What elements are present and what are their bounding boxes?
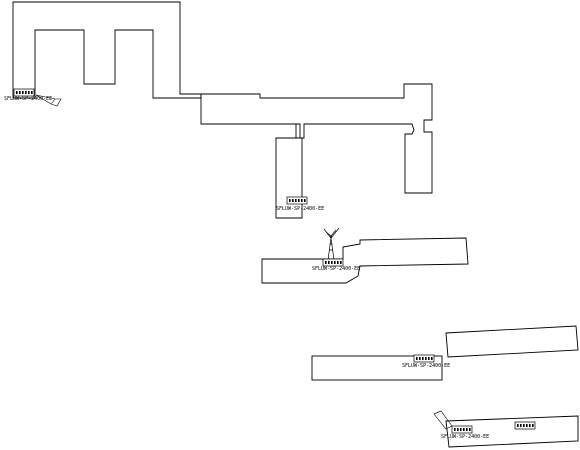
switch-port	[422, 357, 424, 360]
network-switch-device[interactable]: SFLUW-SP-2400-EE	[4, 88, 52, 102]
switch-icon	[413, 354, 435, 363]
directional-antenna-icon	[433, 410, 453, 430]
building-f-outline	[445, 415, 579, 448]
switch-icon	[514, 421, 536, 430]
switch-port	[31, 91, 33, 94]
switch-port	[526, 424, 528, 427]
directional-antenna-icon	[35, 94, 62, 107]
antenna-tower-icon	[323, 227, 340, 261]
network-switch-device[interactable]	[514, 421, 536, 430]
switch-port	[292, 199, 294, 202]
switch-icon	[322, 258, 344, 267]
switch-port	[28, 91, 30, 94]
switch-port	[517, 424, 519, 427]
switch-port	[416, 357, 418, 360]
network-switch-device[interactable]: SFLUW-SP-2400-EE	[402, 354, 450, 369]
device-label: SFLUW-SP-2400-EE	[312, 266, 360, 272]
switch-port	[328, 261, 330, 264]
switch-port	[16, 91, 18, 94]
switch-port	[520, 424, 522, 427]
network-switch-device[interactable]: SFLUW-SP-2400-EE	[276, 196, 324, 212]
switch-port	[463, 428, 465, 431]
network-switch-device[interactable]: SFLUW-SP-2400-EE	[441, 425, 489, 440]
switch-port	[460, 428, 462, 431]
switch-port	[331, 261, 333, 264]
switch-port	[425, 357, 427, 360]
switch-port	[340, 261, 342, 264]
building-c-outline	[261, 237, 469, 284]
switch-port	[325, 261, 327, 264]
building-b-outline	[200, 83, 433, 219]
switch-port	[457, 428, 459, 431]
switch-port	[25, 91, 27, 94]
building-a-outline	[12, 1, 202, 99]
network-switch-device[interactable]: SFLUW-SP-2400-EE	[312, 258, 360, 272]
building-d-outline	[311, 355, 443, 381]
switch-port	[334, 261, 336, 264]
switch-port	[529, 424, 531, 427]
switch-port	[22, 91, 24, 94]
device-label: SFLUW-SP-2400-EE	[441, 434, 489, 440]
switch-port	[469, 428, 471, 431]
device-label: SFLUW-SP-2400-EE	[402, 363, 450, 369]
switch-port	[301, 199, 303, 202]
switch-port	[431, 357, 433, 360]
switch-port	[289, 199, 291, 202]
switch-port	[298, 199, 300, 202]
switch-port	[19, 91, 21, 94]
device-label: SFLUW-SP-2400-EE	[276, 206, 324, 212]
switch-icon	[451, 425, 473, 434]
device-label: SFLUW-SP-2400-EE	[4, 96, 52, 102]
switch-port	[466, 428, 468, 431]
switch-icon	[13, 88, 35, 97]
switch-port	[523, 424, 525, 427]
switch-port	[295, 199, 297, 202]
switch-port	[304, 199, 306, 202]
switch-port	[419, 357, 421, 360]
switch-port	[454, 428, 456, 431]
switch-port	[428, 357, 430, 360]
switch-port	[337, 261, 339, 264]
switch-port	[532, 424, 534, 427]
building-e-outline	[445, 325, 579, 358]
switch-icon	[286, 196, 308, 205]
